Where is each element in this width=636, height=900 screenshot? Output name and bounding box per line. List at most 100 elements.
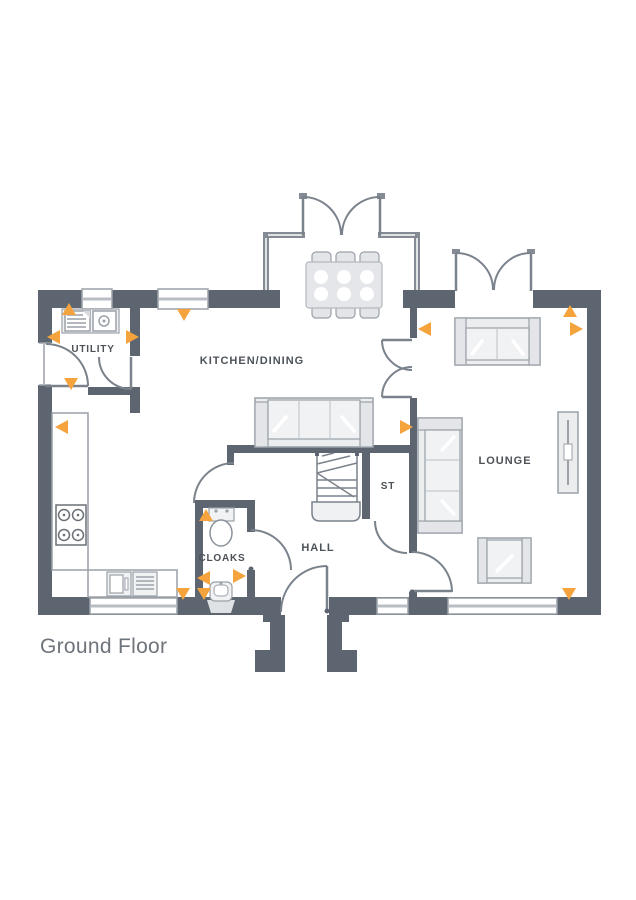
dimension-arrow-right [570, 322, 583, 336]
dimension-arrow-right [400, 420, 413, 434]
utility-counter [61, 308, 120, 334]
cloaks-right-wall-lower [247, 570, 255, 597]
dimension-arrow-left [418, 322, 431, 336]
lounge-left-wall [409, 445, 417, 553]
lounge-sofa-left [417, 417, 463, 534]
armchair [477, 537, 532, 584]
stair-bullnose-step [311, 501, 361, 522]
cloaks-right-wall-upper [247, 508, 255, 532]
hob-icon [55, 504, 87, 546]
door-swing-arc [381, 339, 413, 371]
kitchen-lounge-wall-upper [410, 308, 417, 338]
door-hinge [324, 608, 330, 614]
stairwell-wall [362, 453, 370, 519]
hall-top-wall [227, 445, 417, 453]
door-swing-arc [341, 196, 381, 236]
sofa-arm [417, 417, 463, 431]
dimension-arrow-up [563, 305, 577, 317]
cloaks-top-wall [195, 500, 255, 508]
wall-top-right [533, 290, 601, 308]
door-swing-arc [374, 520, 408, 554]
lounge-left-wall-bottom [409, 592, 417, 602]
cloaks-left-wall [195, 508, 203, 597]
tv-unit [557, 411, 579, 494]
sofa-arm [254, 401, 269, 448]
door-jamb [527, 249, 535, 254]
armchair-arm [477, 537, 488, 584]
door-swing-arc [411, 551, 453, 593]
door-swing-arc [250, 529, 292, 571]
kitchen-window-top [157, 288, 209, 310]
newel-post [315, 452, 319, 456]
dimension-arrow-left [47, 330, 60, 344]
utility-door-opening [38, 343, 52, 385]
dimension-arrow-right [126, 330, 139, 344]
kitchen-furniture [51, 251, 383, 598]
lounge-furniture [417, 317, 579, 584]
dimension-arrow-up [62, 303, 76, 315]
toilet-icon [208, 507, 235, 547]
lounge-french-doors [452, 249, 535, 307]
newel-post [355, 452, 359, 456]
hall-window-bottom [376, 597, 409, 615]
porch-pillar-left [255, 615, 285, 672]
lounge-window-bottom [447, 597, 558, 615]
door-swing-arc [455, 252, 494, 291]
dimension-arrow-down [197, 588, 211, 600]
door-swing-arc [280, 565, 328, 613]
door-hinge [248, 566, 254, 572]
utility-wall-stub [130, 387, 140, 413]
sofa-arm [528, 317, 541, 366]
sofa-arm [417, 520, 463, 534]
dimension-arrow-down [177, 309, 191, 321]
door-hinge [409, 589, 415, 595]
oven-icon [106, 571, 132, 597]
utility-right-wall [130, 308, 140, 356]
washing-machine-icon [64, 310, 91, 332]
dimension-arrow-up [199, 509, 213, 521]
utility-bottom-wall [88, 387, 140, 395]
door-swing-arc [98, 356, 132, 390]
page-title: Ground Floor [40, 635, 167, 658]
door-swing-arc [302, 196, 342, 236]
porch-pillar-right [327, 615, 357, 672]
door-swing-arc [45, 343, 89, 387]
lounge-label: LOUNGE [478, 455, 531, 467]
door-jamb [452, 249, 460, 254]
kitchen-sofa [254, 397, 374, 448]
store-label: ST [381, 481, 395, 492]
sofa-arm [454, 317, 467, 366]
basin-pedestal [207, 600, 235, 613]
kitchen-window-bottom [89, 597, 178, 615]
dining-table [305, 261, 383, 309]
wall-top-middle [403, 290, 455, 308]
sofa-arm [359, 401, 374, 448]
utility-label: UTILITY [71, 344, 114, 355]
porch [255, 615, 357, 672]
kitchen-counter-bottom [87, 569, 178, 598]
kitchen-dining-label: KITCHEN/DINING [200, 355, 304, 367]
door-swing-arc [193, 462, 235, 504]
washer-corner [83, 311, 90, 318]
sink-icon [92, 310, 117, 332]
dining-bay [263, 193, 420, 292]
door-jamb [377, 193, 385, 199]
cloaks-fixtures [207, 507, 235, 613]
hall-door-stub [227, 453, 234, 465]
wall-right [587, 290, 601, 615]
front-door-opening [281, 597, 329, 615]
door-swing-arc [493, 252, 532, 291]
kitchen-counter-left [51, 412, 89, 571]
dimension-arrow-right [233, 569, 246, 583]
cloaks-label: CLOAKS [198, 553, 245, 564]
dimension-arrows [47, 303, 583, 600]
door-swing-arc [381, 366, 413, 398]
door-opening [455, 291, 533, 307]
stairs [311, 452, 361, 522]
dishwasher-icon [132, 571, 158, 597]
kitchen-lounge-wall-mid [410, 398, 417, 445]
hall-label: HALL [301, 542, 334, 554]
dimension-arrow-down [176, 588, 190, 600]
